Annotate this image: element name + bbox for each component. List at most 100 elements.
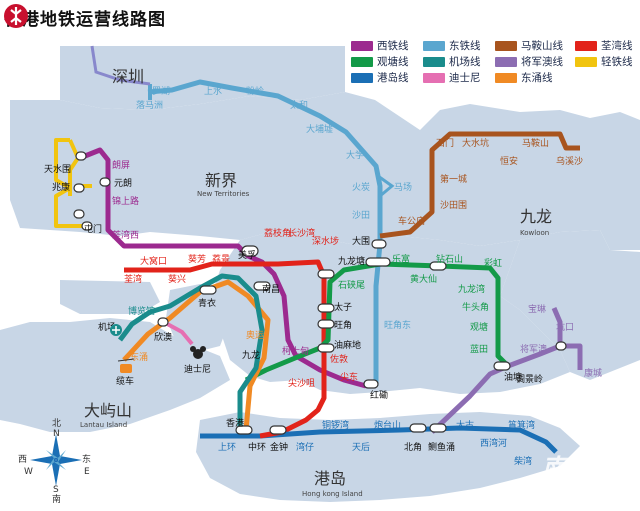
- station-hanghau[interactable]: 坑口: [556, 321, 574, 333]
- station-taiwo[interactable]: 太和: [290, 99, 308, 111]
- station-diamondhill[interactable]: 钻石山: [436, 253, 463, 265]
- station-dawoukou[interactable]: 大窝口: [140, 255, 167, 267]
- disney-mickey-icon: [190, 346, 206, 359]
- station-kowloon[interactable]: 九龙: [242, 349, 260, 361]
- station-causeway[interactable]: 铜锣湾: [322, 419, 349, 431]
- station-meifoo[interactable]: 美孚: [238, 249, 256, 261]
- line-legend: 西铁线 东铁线 马鞍山线 荃湾线 观塘线 机场线 将军澳线 轻铁线: [351, 36, 639, 84]
- station-jinshanglu[interactable]: 锦上路: [112, 195, 139, 207]
- station-shatin[interactable]: 沙田: [352, 210, 370, 221]
- station-university[interactable]: 大学: [346, 149, 364, 161]
- station-diyicheng[interactable]: 第一城: [440, 173, 467, 185]
- station-tuenmun[interactable]: 屯门: [84, 223, 102, 235]
- legend-swatch: [423, 40, 445, 51]
- station-shangshui[interactable]: 上水: [204, 85, 222, 97]
- station-expo[interactable]: 博览馆: [128, 305, 155, 317]
- station-taikoo[interactable]: 太古: [456, 419, 474, 431]
- station-wuxisha[interactable]: 乌溪沙: [556, 155, 583, 167]
- station-laiking[interactable]: 荔景: [212, 253, 230, 265]
- station-csw[interactable]: 长沙湾: [288, 227, 315, 239]
- station-lamtin[interactable]: 蓝田: [470, 343, 488, 355]
- station-chaiwan[interactable]: 柴湾: [514, 455, 532, 467]
- station-admiralty[interactable]: 金钟: [270, 441, 288, 453]
- station-tko[interactable]: 将军澳: [520, 343, 547, 355]
- station-tinhau[interactable]: 天后: [352, 442, 370, 453]
- station-mongkok[interactable]: 旺角: [334, 319, 352, 331]
- station-tinshuiwai[interactable]: 天水围: [44, 163, 71, 175]
- station-tsingyi[interactable]: 青衣: [198, 297, 216, 309]
- region-new-territories-en: New Territories: [197, 190, 250, 198]
- station-lmc[interactable]: 落马洲: [136, 99, 163, 111]
- station-austin[interactable]: 柯士甸: [282, 345, 309, 357]
- station-kwaifong[interactable]: 葵芳: [188, 253, 206, 265]
- station-disney[interactable]: 迪士尼: [184, 363, 211, 375]
- station-princeedward[interactable]: 太子: [334, 301, 352, 313]
- station-hunghom[interactable]: 红磡: [370, 389, 388, 401]
- station-tsuenwan[interactable]: 荃湾: [124, 273, 142, 285]
- station-hengan[interactable]: 恒安: [500, 155, 518, 167]
- station-olympic[interactable]: 奥运: [246, 329, 264, 341]
- station-saiwanho[interactable]: 西湾河: [480, 437, 507, 449]
- station-yuanlang[interactable]: 元朗: [114, 177, 132, 189]
- legend-swatch: [423, 72, 445, 83]
- station-choihung[interactable]: 彩虹: [484, 258, 502, 269]
- compass-south-en: S: [53, 485, 59, 495]
- station-kowloonbay[interactable]: 九龙湾: [458, 283, 485, 295]
- station-kwuntong[interactable]: 观塘: [470, 321, 488, 333]
- station-central[interactable]: 中环: [248, 441, 266, 453]
- station-racecourse[interactable]: 马场: [394, 182, 412, 193]
- station-taipo[interactable]: 大埔墟: [306, 123, 333, 135]
- station-tungchung[interactable]: 东涌: [130, 351, 148, 363]
- station-luohu[interactable]: 罗湖: [152, 86, 170, 97]
- station-fanling[interactable]: 粉岭: [246, 85, 264, 97]
- legend-label: 东铁线: [449, 40, 481, 52]
- station-tiukengleng[interactable]: 调景岭: [516, 373, 543, 385]
- station-yautong[interactable]: 油塘: [504, 371, 522, 383]
- station-zhaokang[interactable]: 兆康: [52, 181, 70, 193]
- station-taiwai[interactable]: 大围: [352, 235, 370, 247]
- station-wanchai[interactable]: 湾仔: [296, 441, 314, 453]
- station-lokfu[interactable]: 乐富: [392, 253, 410, 265]
- station-cable[interactable]: 缆车: [116, 375, 134, 387]
- station-shekkipmei[interactable]: 石硖尾: [338, 279, 365, 291]
- station-ngautaukok[interactable]: 牛头角: [462, 301, 489, 313]
- station-hongkong[interactable]: 香港: [226, 417, 244, 429]
- station-tst[interactable]: 尖沙咀: [288, 377, 315, 389]
- station-lohaspark[interactable]: 康城: [584, 367, 602, 379]
- station-chegongmiao[interactable]: 车公庙: [398, 215, 425, 227]
- station-jordan[interactable]: 佐敦: [330, 353, 348, 365]
- station-tsuenwanwest[interactable]: 荃湾西: [112, 229, 139, 241]
- station-fotan[interactable]: 火炭: [352, 182, 370, 193]
- station-wongtaisin[interactable]: 黄大仙: [410, 273, 437, 285]
- line-airport-express: [118, 273, 265, 430]
- station-lck[interactable]: 荔枝角: [264, 227, 291, 239]
- station-shaukeiwan[interactable]: 筲箕湾: [508, 419, 535, 431]
- station-maonshan[interactable]: 马鞍山: [522, 137, 549, 149]
- station-ssp[interactable]: 深水埗: [312, 235, 339, 247]
- station-quarrybay[interactable]: 鲗鱼涌: [428, 441, 455, 453]
- airport-plane-icon: [110, 324, 122, 336]
- station-langping[interactable]: 朗屏: [112, 159, 130, 171]
- station-kwaihing[interactable]: 葵兴: [168, 273, 186, 285]
- legend-label: 将军澳线: [521, 56, 563, 68]
- station-shatinwai[interactable]: 沙田围: [440, 200, 467, 211]
- compass-east: 东: [82, 453, 91, 465]
- legend-label: 港岛线: [377, 72, 409, 84]
- region-shenzhen: 深圳: [112, 67, 144, 86]
- station-kowloontong[interactable]: 九龙塘: [338, 255, 365, 267]
- station-fortresshill[interactable]: 炮台山: [374, 419, 401, 431]
- legend-item-airport-express: 机场线: [423, 54, 481, 69]
- legend-swatch: [495, 72, 517, 83]
- station-shimen[interactable]: 石门: [436, 137, 454, 149]
- station-yaumatei[interactable]: 油麻地: [334, 339, 361, 351]
- station-sunnybay[interactable]: 欣澳: [154, 331, 172, 343]
- station-sheungwan[interactable]: 上环: [218, 442, 236, 453]
- station-easttst[interactable]: 尖东: [340, 371, 358, 383]
- station-pohlam[interactable]: 宝琳: [528, 303, 546, 315]
- station-taishuihang[interactable]: 大水坑: [462, 137, 489, 149]
- station-namcheong[interactable]: 南昌: [262, 283, 280, 295]
- station-mongkokeast[interactable]: 旺角东: [384, 319, 411, 331]
- station-northpoint[interactable]: 北角: [404, 441, 422, 453]
- legend-swatch: [575, 56, 597, 67]
